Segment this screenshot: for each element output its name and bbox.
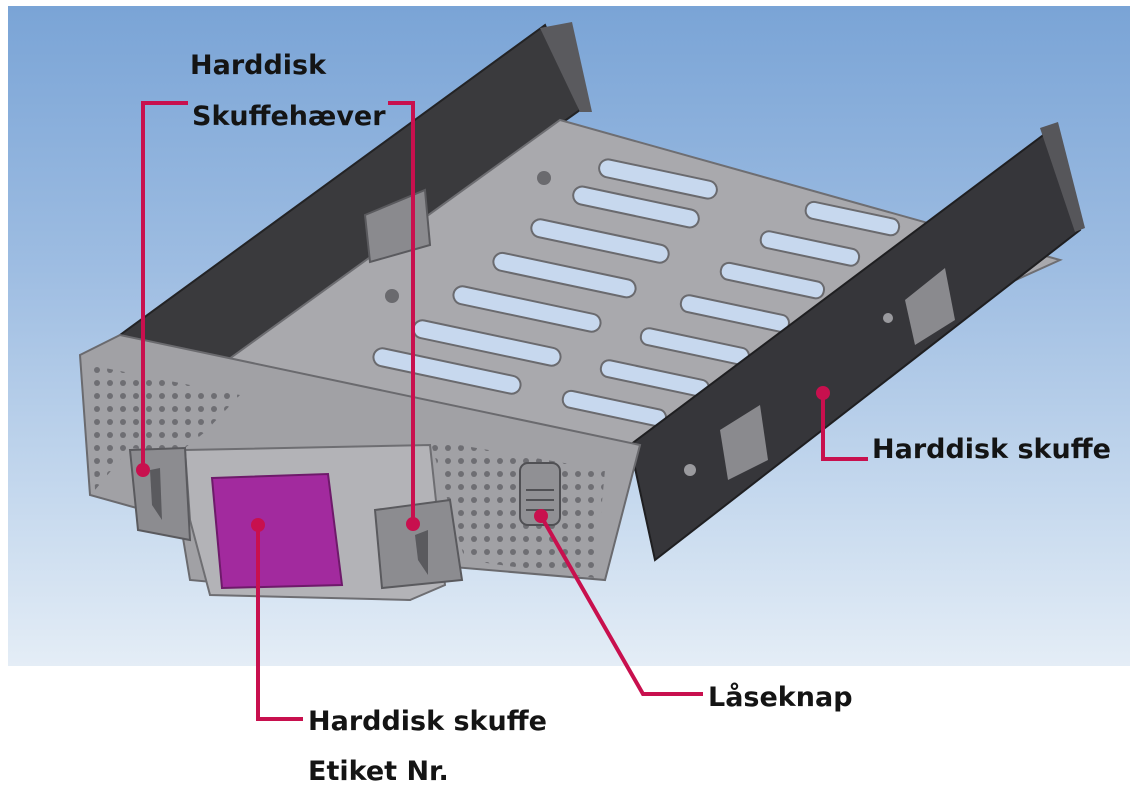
- callout-line-lock-button: [539, 515, 703, 696]
- label-tray-lever-line1: Harddisk: [190, 50, 327, 81]
- callout-line-label-no: [256, 525, 303, 721]
- label-tray: Harddisk skuffe: [872, 434, 1111, 465]
- callout-dots: [136, 386, 830, 532]
- label-lock-button: Låseknap: [708, 682, 853, 713]
- label-tray-lever-line2: Skuffehæver: [192, 101, 386, 132]
- label-label-no-line2: Etiket Nr.: [308, 756, 449, 787]
- label-label-no-line1: Harddisk skuffe: [308, 706, 547, 737]
- callout-line-lever-right: [388, 101, 415, 524]
- callout-line-lever-left: [141, 101, 188, 470]
- callout-line-tray: [821, 393, 868, 461]
- hard-disk-tray-illustration: [78, 22, 1085, 602]
- tray-vent-slots: [372, 158, 901, 428]
- disk-label-patch: [210, 472, 344, 590]
- callout-lines: [141, 101, 868, 721]
